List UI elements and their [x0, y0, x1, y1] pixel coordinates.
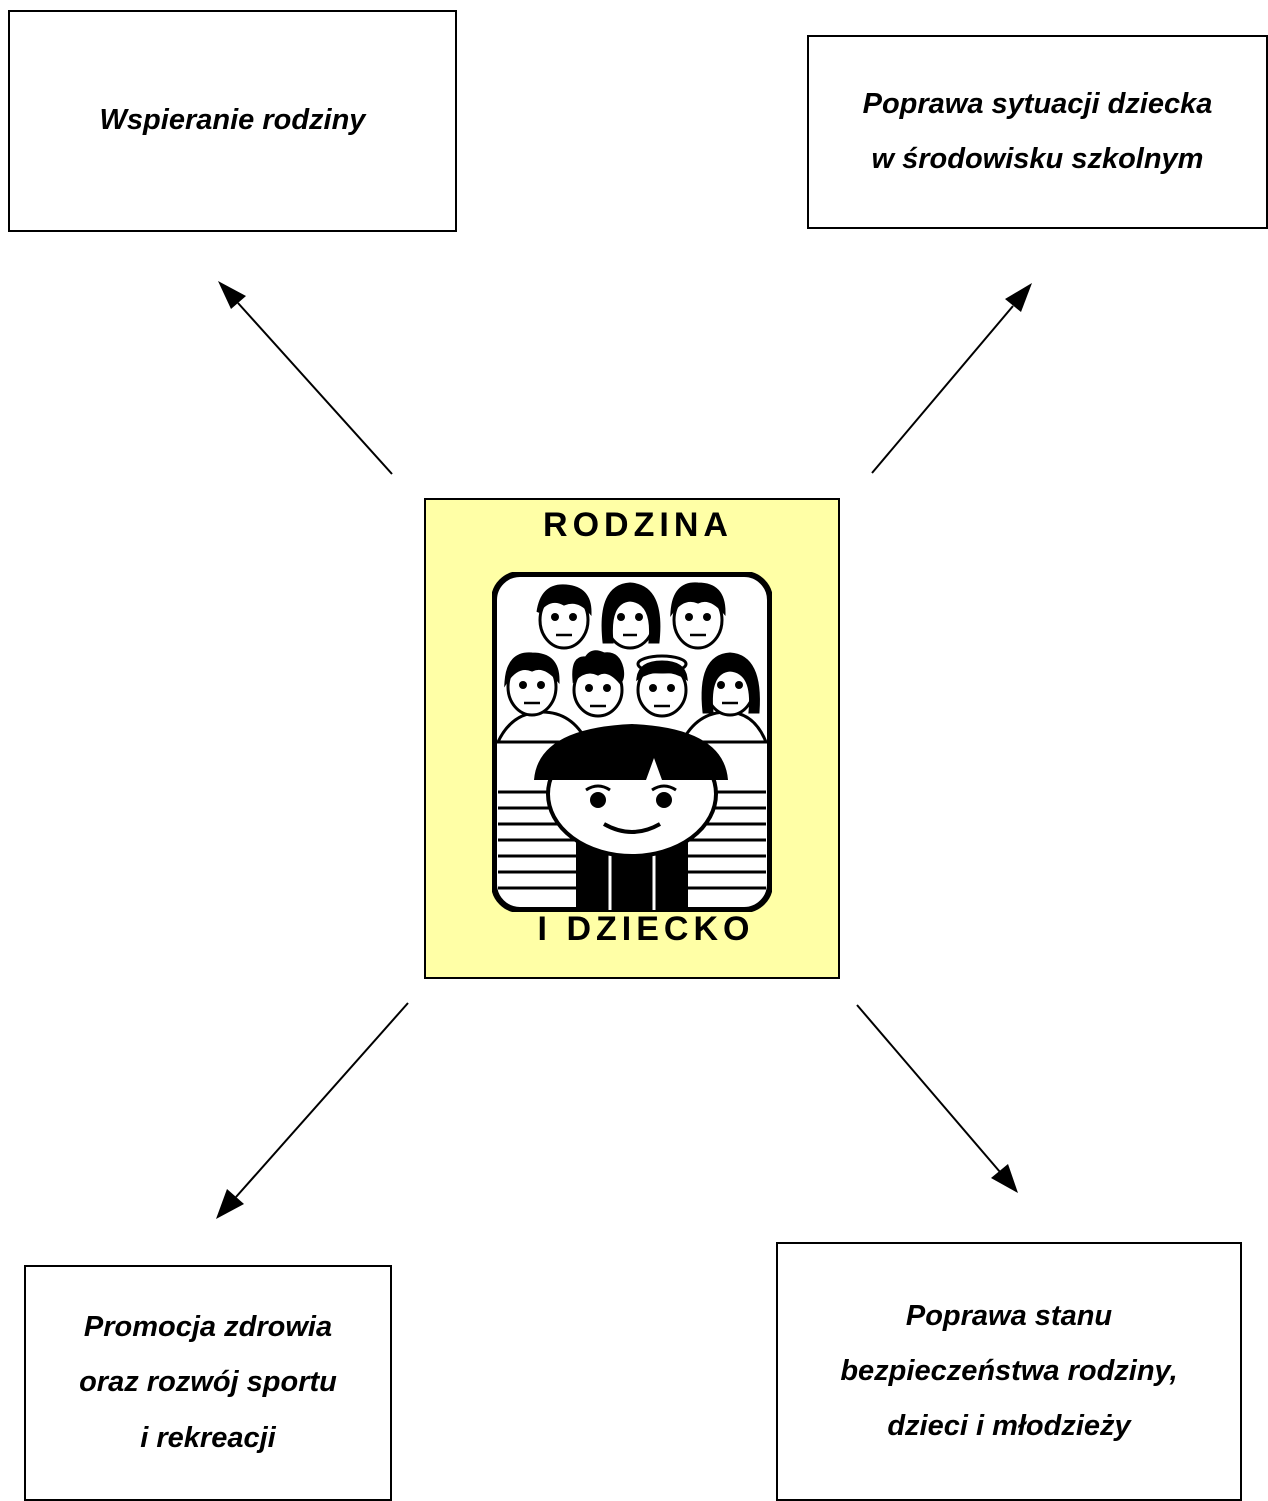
box-text-line: Promocja zdrowia: [83, 1311, 333, 1344]
box-child-school-situation: Poprawa sytuacji dziecka w środowisku sz…: [807, 35, 1268, 229]
box-text-line: Poprawa stanu: [905, 1299, 1113, 1332]
box-text-line: Wspieranie rodziny: [99, 104, 366, 137]
box-text-line: dzieci i młodzieży: [887, 1410, 1131, 1443]
family-group-icon: [492, 572, 772, 912]
arrow-to-bottom-right: [856, 1004, 1001, 1173]
arrowhead-top-left: [218, 281, 246, 309]
center-title-bottom: I DZIECKO: [537, 910, 755, 948]
center-title-top: RODZINA: [543, 506, 733, 544]
arrow-to-top-left: [237, 302, 393, 475]
box-text-line: w środowisku szkolnym: [871, 143, 1204, 175]
box-text-line: oraz rozwój sportu: [79, 1366, 337, 1399]
center-node: RODZINA: [424, 498, 840, 979]
box-text-line: bezpieczeństwa rodziny,: [840, 1354, 1178, 1387]
box-family-support: Wspieranie rodziny: [8, 10, 457, 232]
box-health-promotion: Promocja zdrowia oraz rozwój sportu i re…: [24, 1265, 392, 1501]
arrow-to-bottom-left: [235, 1002, 409, 1198]
arrowhead-bottom-left: [216, 1189, 244, 1219]
arrowhead-bottom-right: [991, 1164, 1018, 1193]
arrow-to-top-right: [871, 305, 1014, 474]
arrowhead-top-right: [1005, 283, 1032, 312]
box-text-line: i rekreacji: [140, 1421, 276, 1454]
box-text-line: Poprawa sytuacji dziecka: [862, 87, 1213, 120]
box-family-safety: Poprawa stanu bezpieczeństwa rodziny, dz…: [776, 1242, 1242, 1501]
